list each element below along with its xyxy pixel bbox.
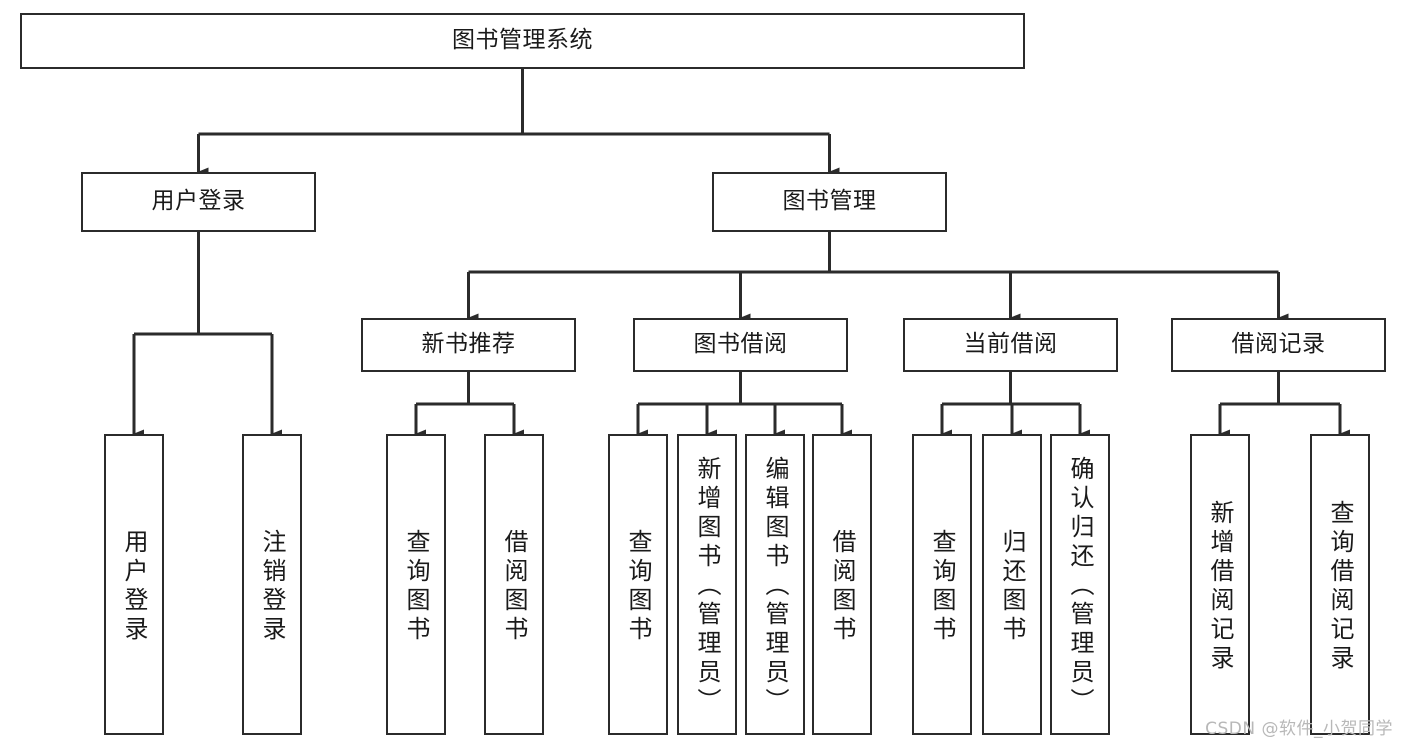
node-borrow: 图书借阅 [633,318,848,372]
node-label: 图书借阅 [693,331,788,358]
node-leaf-7: 编辑图书（管理员） [745,434,805,735]
watermark-text: CSDN @软件_小贺同学 [1205,719,1393,739]
node-label: 确认归还（管理员） [1066,456,1094,717]
node-root: 图书管理系统 [20,13,1025,69]
node-label: 图书管理系统 [452,27,593,54]
node-leaf-10: 归还图书 [982,434,1042,735]
node-leaf-5: 查询图书 [608,434,668,735]
node-leaf-6: 新增图书（管理员） [677,434,737,735]
node-leaf-3: 查询图书 [386,434,446,735]
node-label: 借阅图书 [828,528,856,645]
edge-group [132,69,1350,439]
node-leaf-13: 查询借阅记录 [1310,434,1370,735]
node-label: 查询图书 [928,528,956,645]
node-label: 归还图书 [998,528,1026,645]
node-label: 查询图书 [402,528,430,645]
node-label: 查询借阅记录 [1326,499,1354,674]
node-leaf-12: 新增借阅记录 [1190,434,1250,735]
node-label: 编辑图书（管理员） [761,456,789,717]
node-label: 查询图书 [624,528,652,645]
node-label: 借阅图书 [500,528,528,645]
node-bookmgmt: 图书管理 [712,172,947,232]
node-newbook: 新书推荐 [361,318,576,372]
node-label: 当前借阅 [963,331,1058,358]
node-leaf-2: 注销登录 [242,434,302,735]
node-leaf-8: 借阅图书 [812,434,872,735]
node-label: 新增图书（管理员） [693,456,721,717]
node-leaf-4: 借阅图书 [484,434,544,735]
node-label: 注销登录 [258,528,286,645]
node-label: 用户登录 [120,528,148,645]
node-current: 当前借阅 [903,318,1118,372]
node-label: 借阅记录 [1231,331,1326,358]
node-label: 新书推荐 [421,331,516,358]
node-leaf-11: 确认归还（管理员） [1050,434,1110,735]
node-label: 图书管理 [782,188,877,215]
node-records: 借阅记录 [1171,318,1386,372]
node-leaf-1: 用户登录 [104,434,164,735]
node-label: 新增借阅记录 [1206,499,1234,674]
node-login: 用户登录 [81,172,316,232]
node-leaf-9: 查询图书 [912,434,972,735]
node-label: 用户登录 [151,188,246,215]
